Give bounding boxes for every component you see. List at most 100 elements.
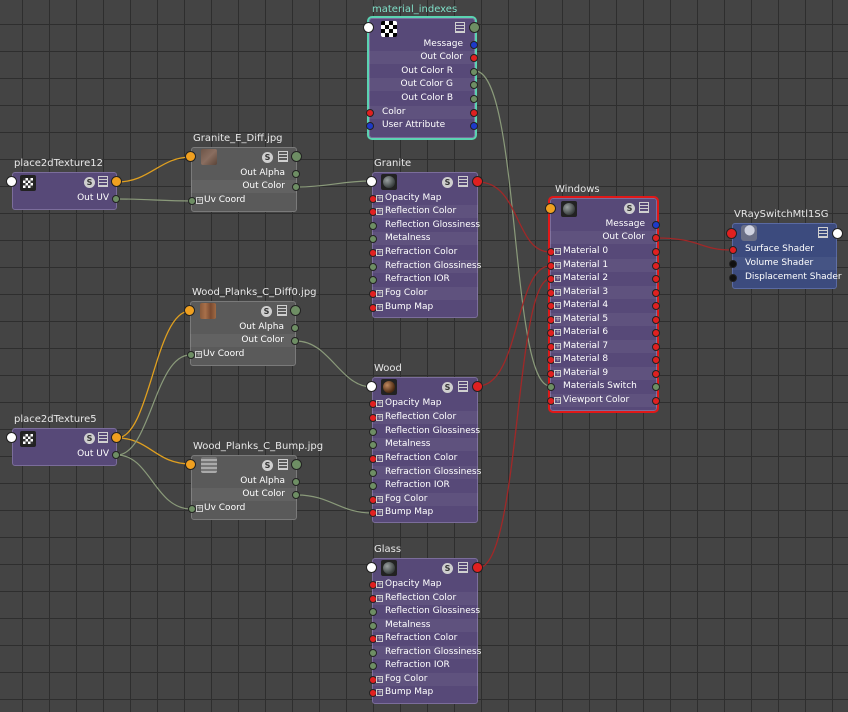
- port-row[interactable]: +Uv Coord: [187, 348, 296, 361]
- node-wood-bump[interactable]: Wood_Planks_C_Bump.jpg S Out Alpha Out C…: [185, 441, 323, 520]
- port-row[interactable]: +Opacity Map: [369, 397, 478, 410]
- port-dot[interactable]: [470, 109, 478, 117]
- expand-icon[interactable]: +: [196, 504, 203, 512]
- attribute-list-icon[interactable]: [278, 151, 288, 162]
- port-dot[interactable]: [292, 183, 300, 191]
- port-row[interactable]: Refraction IOR: [369, 273, 478, 286]
- port-row[interactable]: +Reflection Color: [369, 411, 478, 424]
- expand-icon[interactable]: +: [554, 247, 561, 255]
- expand-icon[interactable]: +: [554, 301, 561, 309]
- expand-icon[interactable]: +: [554, 342, 561, 350]
- expand-icon[interactable]: +: [554, 288, 561, 296]
- port-row[interactable]: Out UV: [12, 192, 120, 205]
- port-row[interactable]: Out Color: [191, 180, 300, 193]
- port-dot[interactable]: [470, 81, 478, 89]
- port-dot[interactable]: [292, 478, 300, 486]
- port-dot[interactable]: [369, 608, 377, 616]
- port-dot[interactable]: [652, 221, 660, 229]
- attribute-list-icon[interactable]: [639, 202, 649, 213]
- attribute-list-icon[interactable]: [98, 432, 108, 443]
- port-row[interactable]: User Attribute: [366, 119, 478, 132]
- output-port[interactable]: [832, 228, 843, 239]
- port-dot[interactable]: [470, 68, 478, 76]
- expand-icon[interactable]: +: [376, 289, 383, 297]
- port-row[interactable]: Reflection Glossiness: [369, 219, 480, 232]
- port-row[interactable]: +Material 3: [547, 286, 660, 299]
- port-row[interactable]: Refraction IOR: [369, 479, 478, 492]
- port-row[interactable]: Out Alpha: [191, 167, 300, 180]
- port-row[interactable]: +Material 1: [547, 259, 660, 272]
- port-dot[interactable]: [652, 356, 660, 364]
- port-dot[interactable]: [652, 397, 660, 405]
- port-dot[interactable]: [292, 170, 300, 178]
- expand-icon[interactable]: +: [376, 580, 383, 588]
- port-row[interactable]: +Opacity Map: [369, 192, 478, 205]
- port-dot[interactable]: [652, 383, 660, 391]
- port-row[interactable]: Refraction Glossiness: [369, 260, 481, 273]
- port-row[interactable]: +Bump Map: [369, 301, 478, 314]
- expand-icon[interactable]: +: [196, 196, 203, 204]
- port-row[interactable]: +Reflection Color: [369, 592, 478, 605]
- expand-icon[interactable]: +: [376, 207, 383, 215]
- port-row[interactable]: Out Alpha: [190, 321, 299, 334]
- expand-icon[interactable]: +: [554, 396, 561, 404]
- port-row[interactable]: +Uv Coord: [188, 502, 297, 515]
- port-dot[interactable]: [366, 122, 374, 130]
- port-row[interactable]: +Material 5: [547, 313, 660, 326]
- node-wood[interactable]: Wood S +Opacity Map +Reflection Color Re…: [366, 363, 483, 523]
- port-row[interactable]: +Material 2: [547, 272, 660, 285]
- port-row[interactable]: +Material 4: [547, 299, 660, 312]
- expand-icon[interactable]: +: [554, 261, 561, 269]
- port-row[interactable]: +Refraction Color: [369, 632, 478, 645]
- expand-icon[interactable]: +: [376, 675, 383, 683]
- expand-icon[interactable]: +: [376, 399, 383, 407]
- input-port[interactable]: [6, 176, 17, 187]
- port-dot[interactable]: [112, 451, 120, 459]
- swatch-toggle-icon[interactable]: S: [84, 177, 95, 188]
- attribute-list-icon[interactable]: [458, 562, 468, 573]
- port-row[interactable]: Metalness: [369, 232, 478, 245]
- input-port[interactable]: [366, 176, 377, 187]
- port-dot[interactable]: [291, 337, 299, 345]
- swatch-toggle-icon[interactable]: S: [442, 382, 453, 393]
- attribute-list-icon[interactable]: [458, 176, 468, 187]
- port-row[interactable]: +Opacity Map: [369, 578, 478, 591]
- port-row[interactable]: Materials Switch: [547, 380, 660, 393]
- port-dot[interactable]: [729, 260, 737, 268]
- swatch-toggle-icon[interactable]: S: [442, 177, 453, 188]
- output-port[interactable]: [472, 176, 483, 187]
- port-row[interactable]: Metalness: [369, 619, 478, 632]
- port-dot[interactable]: [369, 276, 377, 284]
- swatch-toggle-icon[interactable]: S: [624, 203, 635, 214]
- port-dot[interactable]: [470, 95, 478, 103]
- port-row[interactable]: Metalness: [369, 438, 478, 451]
- input-port[interactable]: [185, 459, 196, 470]
- expand-icon[interactable]: +: [554, 315, 561, 323]
- port-dot[interactable]: [652, 275, 660, 283]
- port-dot[interactable]: [369, 428, 377, 436]
- port-dot[interactable]: [369, 222, 377, 230]
- expand-icon[interactable]: +: [554, 369, 561, 377]
- expand-icon[interactable]: +: [376, 594, 383, 602]
- port-dot[interactable]: [187, 351, 195, 359]
- input-port[interactable]: [6, 432, 17, 443]
- swatch-toggle-icon[interactable]: S: [442, 563, 453, 574]
- port-dot[interactable]: [652, 289, 660, 297]
- expand-icon[interactable]: +: [376, 194, 383, 202]
- port-row[interactable]: Out Color: [369, 51, 478, 64]
- output-port[interactable]: [472, 381, 483, 392]
- port-row[interactable]: +Fog Color: [369, 287, 478, 300]
- port-row[interactable]: +Material 9: [547, 367, 660, 380]
- port-row[interactable]: Out Color B: [369, 92, 478, 105]
- input-port[interactable]: [363, 22, 374, 33]
- port-row[interactable]: Reflection Glossiness: [369, 425, 480, 438]
- port-row[interactable]: +Material 6: [547, 326, 660, 339]
- swatch-toggle-icon[interactable]: S: [262, 152, 273, 163]
- port-row[interactable]: Out Color R: [369, 65, 478, 78]
- port-row[interactable]: Color: [366, 106, 478, 119]
- port-dot[interactable]: [369, 235, 377, 243]
- output-port[interactable]: [111, 176, 122, 187]
- swatch-toggle-icon[interactable]: S: [262, 460, 273, 471]
- attribute-list-icon[interactable]: [277, 305, 287, 316]
- expand-icon[interactable]: +: [376, 413, 383, 421]
